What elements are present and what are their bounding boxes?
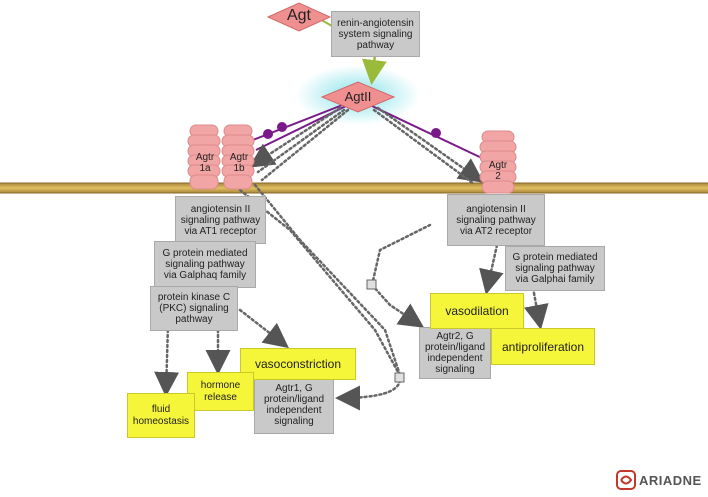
- at1-pathway-box[interactable]: angiotensin II signaling pathway via AT1…: [175, 196, 266, 244]
- antiproliferation-box[interactable]: antiproliferation: [491, 328, 595, 365]
- ras-arrow: [361, 54, 387, 85]
- receptor-agtr1b[interactable]: [221, 124, 255, 190]
- agtii-node[interactable]: [320, 81, 396, 113]
- vasodilation-box[interactable]: vasodilation: [430, 293, 524, 329]
- binding-dot-1a: [277, 122, 287, 132]
- agt-label: Agt: [286, 7, 311, 24]
- hormone-release-box[interactable]: hormone release: [187, 372, 254, 411]
- ras-pathway-box[interactable]: renin-angiotensin system signaling pathw…: [331, 11, 420, 57]
- junction-node-1: [366, 279, 377, 290]
- agtr2-label: Agtr 2: [488, 160, 508, 182]
- agtr2-independent-box[interactable]: Agtr2, G protein/ligand independent sign…: [419, 327, 491, 379]
- binding-dot-1b: [263, 129, 273, 139]
- receptor-agtr1a[interactable]: [187, 124, 221, 190]
- junction-node-2: [394, 372, 405, 383]
- pkc-pathway-box[interactable]: protein kinase C (PKC) signaling pathway: [150, 286, 238, 331]
- galphaq-pathway-box[interactable]: G protein mediated signaling pathway via…: [154, 241, 256, 288]
- signaling-arrows: [154, 106, 549, 411]
- cell-membrane: [0, 183, 708, 193]
- agtr1-independent-box[interactable]: Agtr1, G protein/ligand independent sign…: [254, 376, 334, 434]
- at2-pathway-box[interactable]: angiotensin II signaling pathway via AT2…: [447, 194, 545, 246]
- agtii-label: AgtII: [344, 89, 372, 104]
- binding-dot-2: [431, 128, 441, 138]
- ariadne-brand-name: ARIADNE: [639, 472, 702, 488]
- agt-node[interactable]: [266, 2, 332, 32]
- galphai-pathway-box[interactable]: G protein mediated signaling pathway via…: [505, 246, 605, 291]
- fluid-homeostasis-box[interactable]: fluid homeostasis: [127, 393, 195, 438]
- ariadne-brand: ARIADNE: [616, 470, 702, 490]
- agtr1b-label: Agtr 1b: [229, 152, 249, 174]
- agtr1a-label: Agtr 1a: [195, 152, 215, 174]
- ariadne-logo-icon: [616, 470, 636, 490]
- receptor-agtr2[interactable]: [479, 130, 517, 194]
- vasoconstriction-box[interactable]: vasoconstriction: [240, 348, 356, 380]
